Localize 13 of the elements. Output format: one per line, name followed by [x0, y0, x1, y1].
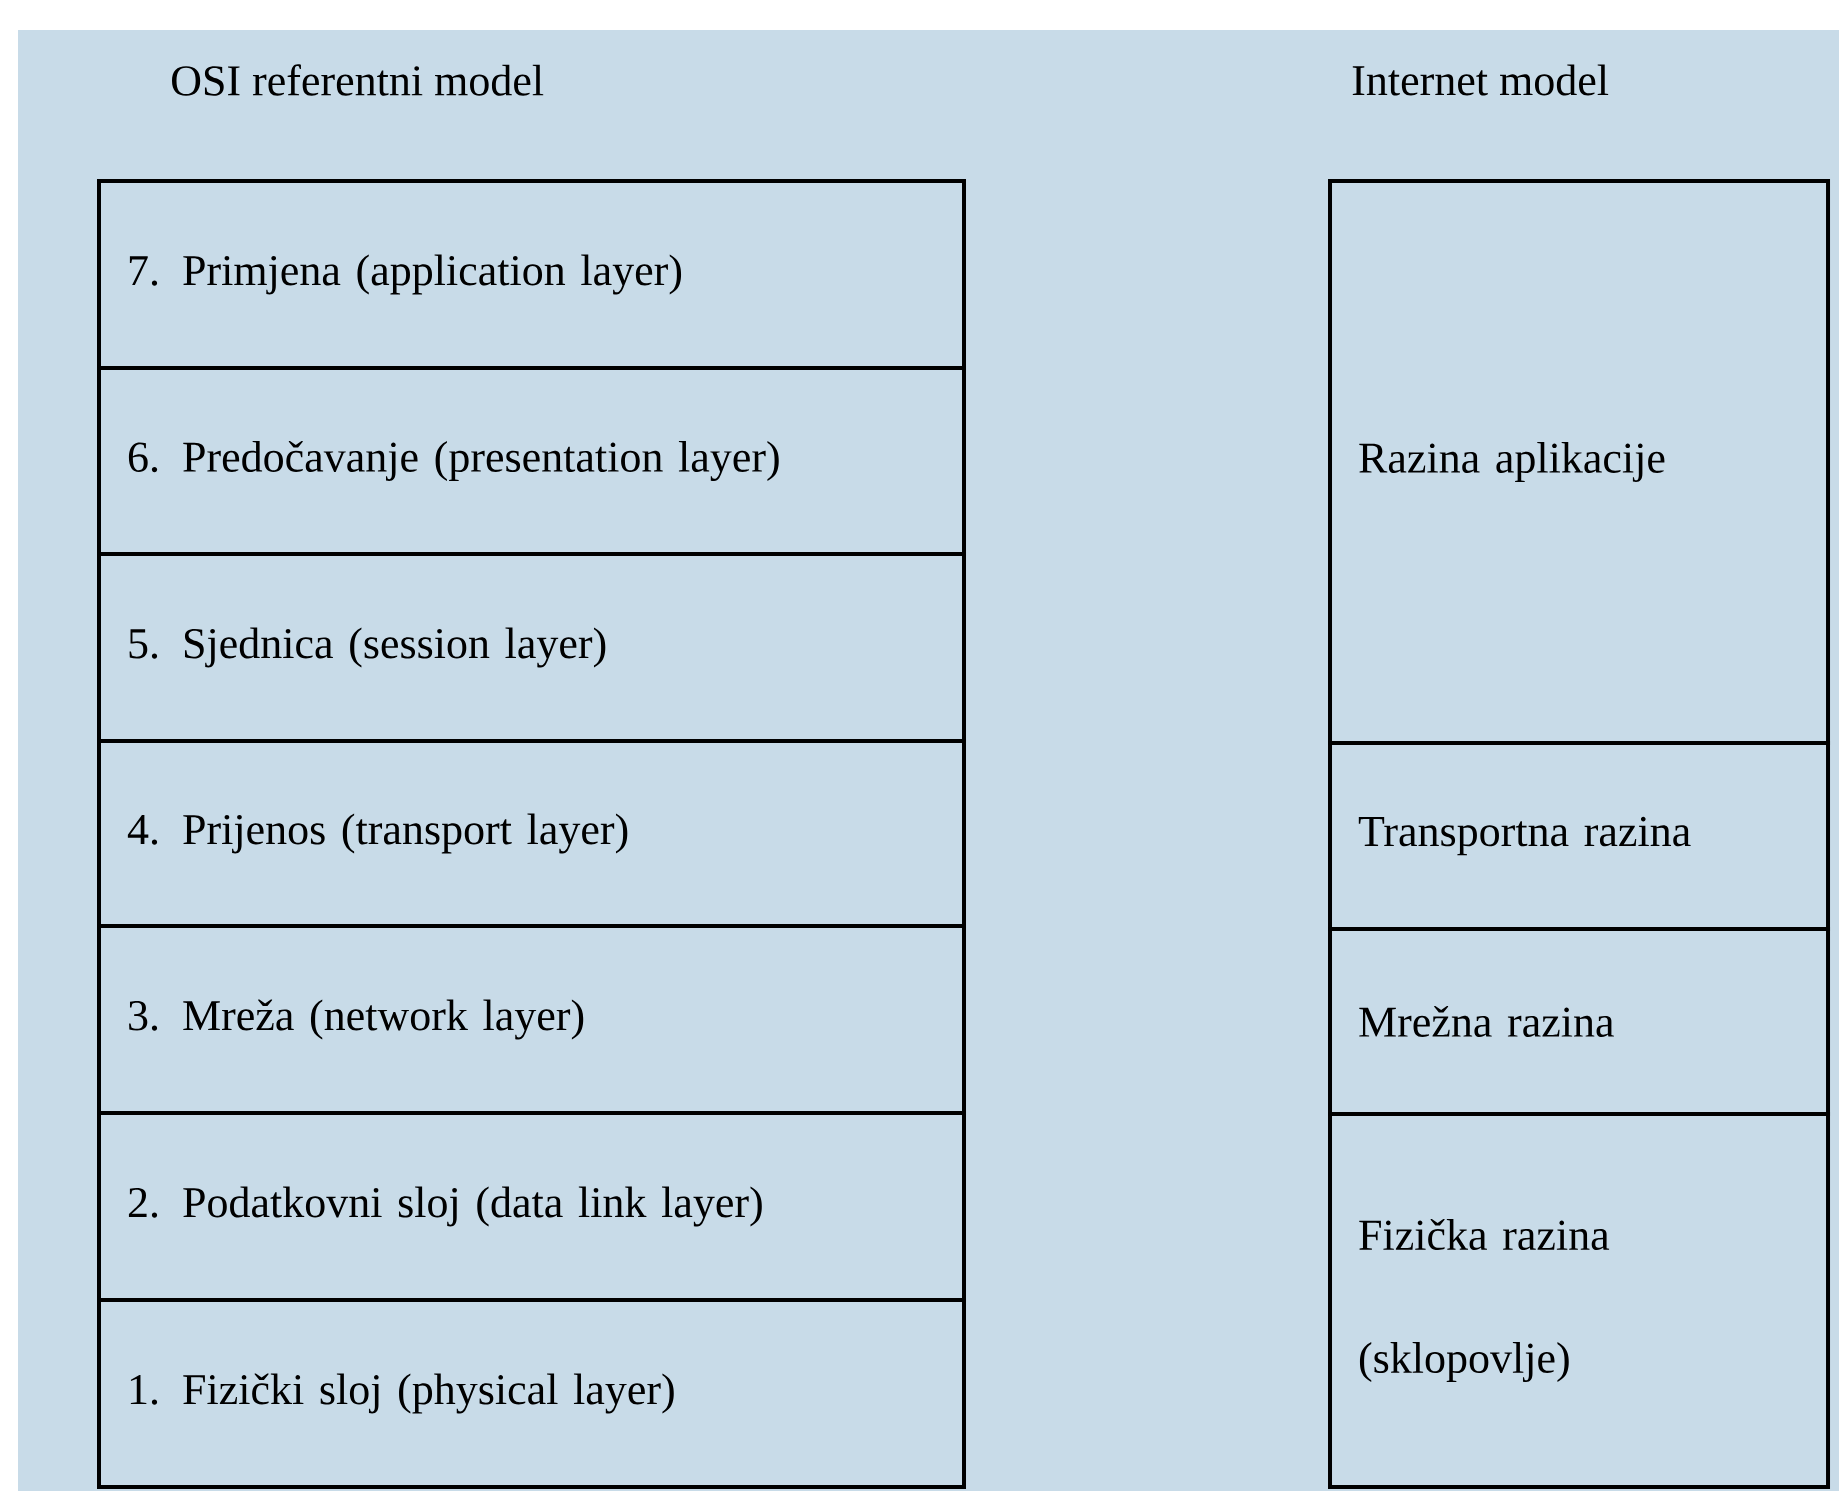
layer-box: 7. Primjena (application layer) [97, 179, 966, 370]
column-heading: Internet model [1352, 64, 1609, 96]
layer-box: Fizička razina (sklopovlje) [1328, 1112, 1830, 1489]
layer-box: 3. Mreža (network layer) [97, 924, 966, 1115]
layer-box: 1. Fizički sloj (physical layer) [97, 1298, 966, 1489]
layer-box: Razina aplikacije [1328, 179, 1830, 745]
layer-box: 2. Podatkovni sloj (data link layer) [97, 1111, 966, 1302]
layer-box: 6. Predočavanje (presentation layer) [97, 366, 966, 556]
column-heading: OSI referentni model [172, 64, 544, 96]
layer-box: 5. Sjednica (session layer) [97, 552, 966, 743]
layer-box: Mrežna razina [1328, 927, 1830, 1116]
layer-box: Transportna razina [1328, 741, 1830, 931]
layer-box: 4. Prijenos (transport layer) [97, 739, 966, 928]
